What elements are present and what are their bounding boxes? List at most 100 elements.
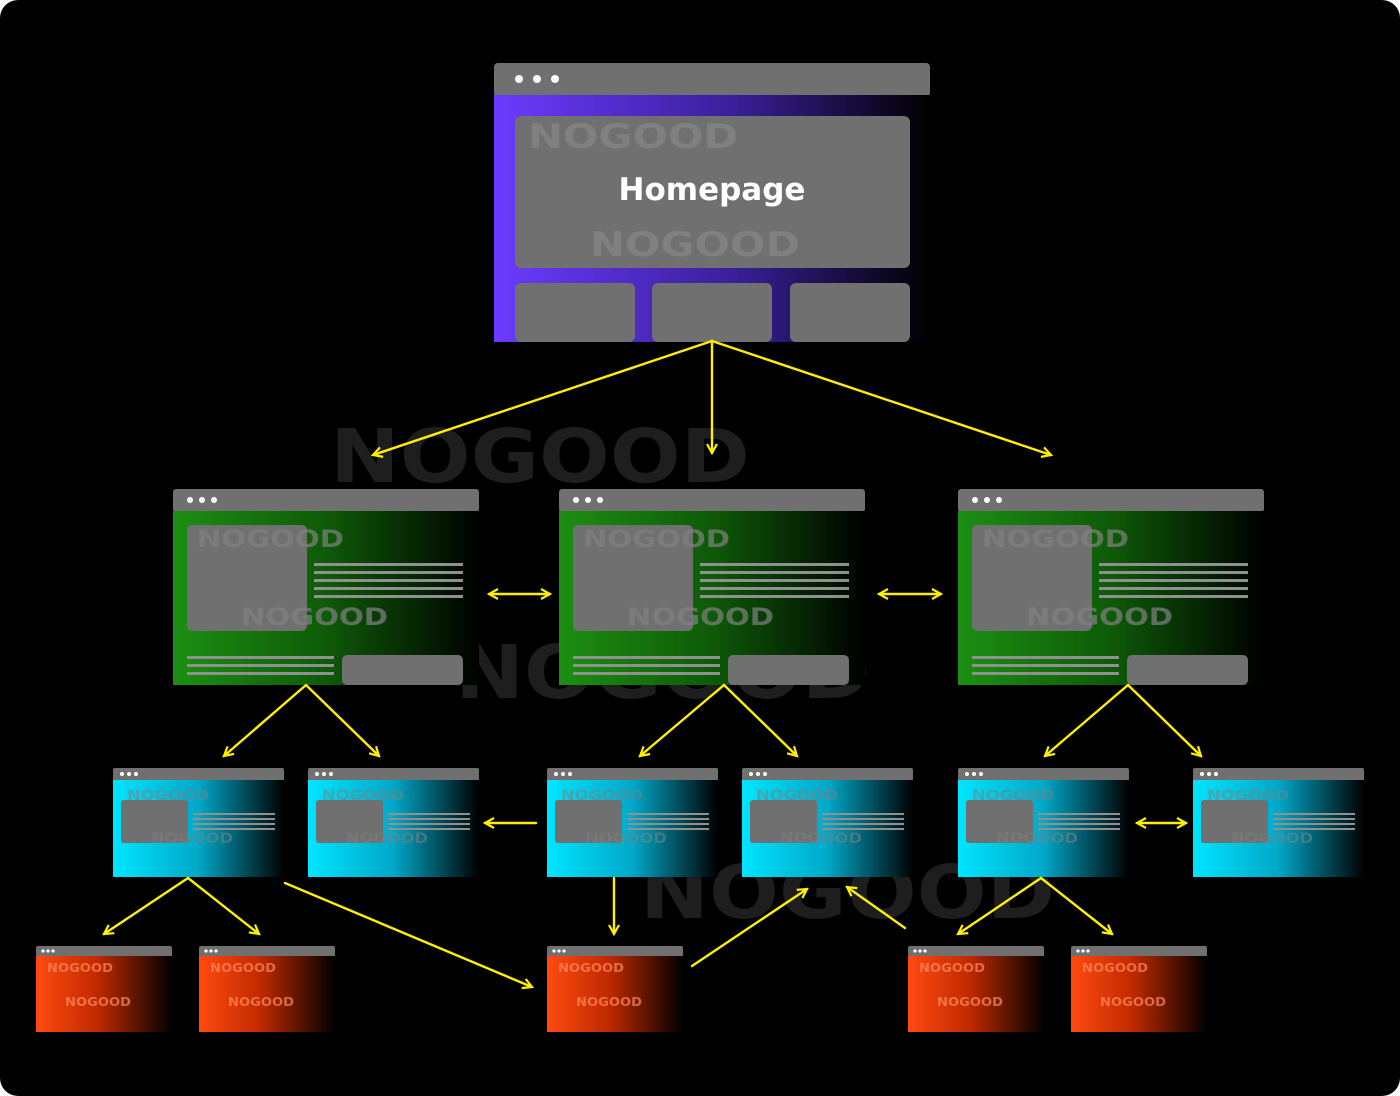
text-line xyxy=(388,823,470,825)
text-line xyxy=(627,818,709,820)
window-titlebar xyxy=(547,946,683,957)
text-line xyxy=(187,672,334,675)
window-dot-icon xyxy=(763,772,767,776)
subpage-1: NOGOOD NOGOOD xyxy=(113,768,284,877)
arrow-subpage-1-to-detail-3 xyxy=(283,881,532,987)
window-dot-icon xyxy=(315,772,319,776)
text-line xyxy=(972,656,1119,659)
link-arrows xyxy=(104,339,1201,987)
window-dot-icon xyxy=(552,949,556,953)
page-image-block xyxy=(750,800,817,843)
text-line xyxy=(314,579,463,582)
page-button-block xyxy=(342,655,463,685)
arrow-detail-4-to-subpage-4 xyxy=(847,887,907,930)
watermark-text: NOGOOD xyxy=(1026,603,1173,631)
subpage-3: NOGOOD NOGOOD xyxy=(547,768,718,877)
text-line xyxy=(1099,579,1248,582)
watermark-text: NOGOOD xyxy=(937,995,1003,1009)
window-titlebar xyxy=(308,768,479,781)
watermark-text: NOGOOD xyxy=(346,831,428,847)
text-line xyxy=(822,813,904,815)
window-dot-icon xyxy=(573,497,579,503)
watermark-text: NOGOOD xyxy=(972,788,1054,804)
window-titlebar xyxy=(173,489,479,512)
text-line xyxy=(1038,823,1120,825)
window-dot-icon xyxy=(1086,949,1090,953)
page-button-block xyxy=(728,655,849,685)
watermark-text: NOGOOD xyxy=(780,831,862,847)
arrow-detail-3-to-subpage-4 xyxy=(690,889,807,968)
window-titlebar xyxy=(1071,946,1207,957)
window-dot-icon xyxy=(756,772,760,776)
text-line xyxy=(1273,828,1355,830)
subpage-5: NOGOOD NOGOOD xyxy=(958,768,1129,877)
text-line xyxy=(822,823,904,825)
window-dot-icon xyxy=(120,772,124,776)
page-image-block xyxy=(966,800,1033,843)
window-dot-icon xyxy=(965,772,969,776)
homepage-card xyxy=(515,283,635,342)
watermark-text: NOGOOD xyxy=(241,603,388,631)
window-dot-icon xyxy=(979,772,983,776)
category-page-2: NOGOOD NOGOOD xyxy=(559,489,865,685)
window-dot-icon xyxy=(1076,949,1080,953)
page-image-block xyxy=(573,525,693,631)
text-line xyxy=(193,823,275,825)
arrow-category-2-to-subpage-4 xyxy=(722,683,797,756)
window-dot-icon xyxy=(551,75,559,83)
watermark-text: NOGOOD xyxy=(197,525,344,553)
detail-body xyxy=(36,956,172,1032)
watermark-text: NOGOOD xyxy=(576,995,642,1009)
text-line xyxy=(1038,818,1120,820)
window-dot-icon xyxy=(1200,772,1204,776)
homepage-card xyxy=(790,283,910,342)
window-dot-icon xyxy=(329,772,333,776)
text-line xyxy=(972,664,1119,667)
detail-page-1: NOGOOD NOGOOD xyxy=(36,946,172,1032)
window-dot-icon xyxy=(972,497,978,503)
watermark-text: NOGOOD xyxy=(1231,831,1313,847)
text-line xyxy=(1038,828,1120,830)
text-line xyxy=(627,828,709,830)
watermark-text: NOGOOD xyxy=(561,788,643,804)
arrow-subpage-5-to-detail-4 xyxy=(958,876,1043,934)
watermark-text: NOGOOD xyxy=(583,525,730,553)
page-image-block xyxy=(972,525,1092,631)
window-titlebar xyxy=(36,946,172,957)
text-line xyxy=(573,664,720,667)
window-dot-icon xyxy=(1207,772,1211,776)
window-dot-icon xyxy=(204,949,208,953)
text-line xyxy=(1099,571,1248,574)
text-line xyxy=(193,828,275,830)
window-dot-icon xyxy=(972,772,976,776)
text-line xyxy=(573,656,720,659)
window-dot-icon xyxy=(561,772,565,776)
window-dot-icon xyxy=(134,772,138,776)
window-dot-icon xyxy=(515,75,523,83)
window-dot-icon xyxy=(214,949,218,953)
text-line xyxy=(314,563,463,566)
detail-page-2: NOGOOD NOGOOD xyxy=(199,946,335,1032)
page-image-block xyxy=(187,525,307,631)
text-line xyxy=(1038,813,1120,815)
window-dot-icon xyxy=(568,772,572,776)
homepage-window: NOGOOD NOGOOD Homepage xyxy=(494,63,930,342)
window-dot-icon xyxy=(187,497,193,503)
arrow-homepage-to-category-3 xyxy=(710,339,1051,455)
detail-body xyxy=(199,956,335,1032)
window-dot-icon xyxy=(209,949,213,953)
detail-body xyxy=(547,956,683,1032)
window-dot-icon xyxy=(562,949,566,953)
text-line xyxy=(314,595,463,598)
watermark-text: NOGOOD xyxy=(528,117,738,157)
arrow-subpage-5-to-detail-5 xyxy=(1039,876,1112,934)
text-line xyxy=(314,587,463,590)
watermark-text: NOGOOD xyxy=(210,961,276,975)
text-line xyxy=(700,563,849,566)
text-line xyxy=(193,818,275,820)
text-line xyxy=(627,823,709,825)
watermark-text: NOGOOD xyxy=(756,788,838,804)
detail-page-5: NOGOOD NOGOOD xyxy=(1071,946,1207,1032)
text-line xyxy=(388,813,470,815)
